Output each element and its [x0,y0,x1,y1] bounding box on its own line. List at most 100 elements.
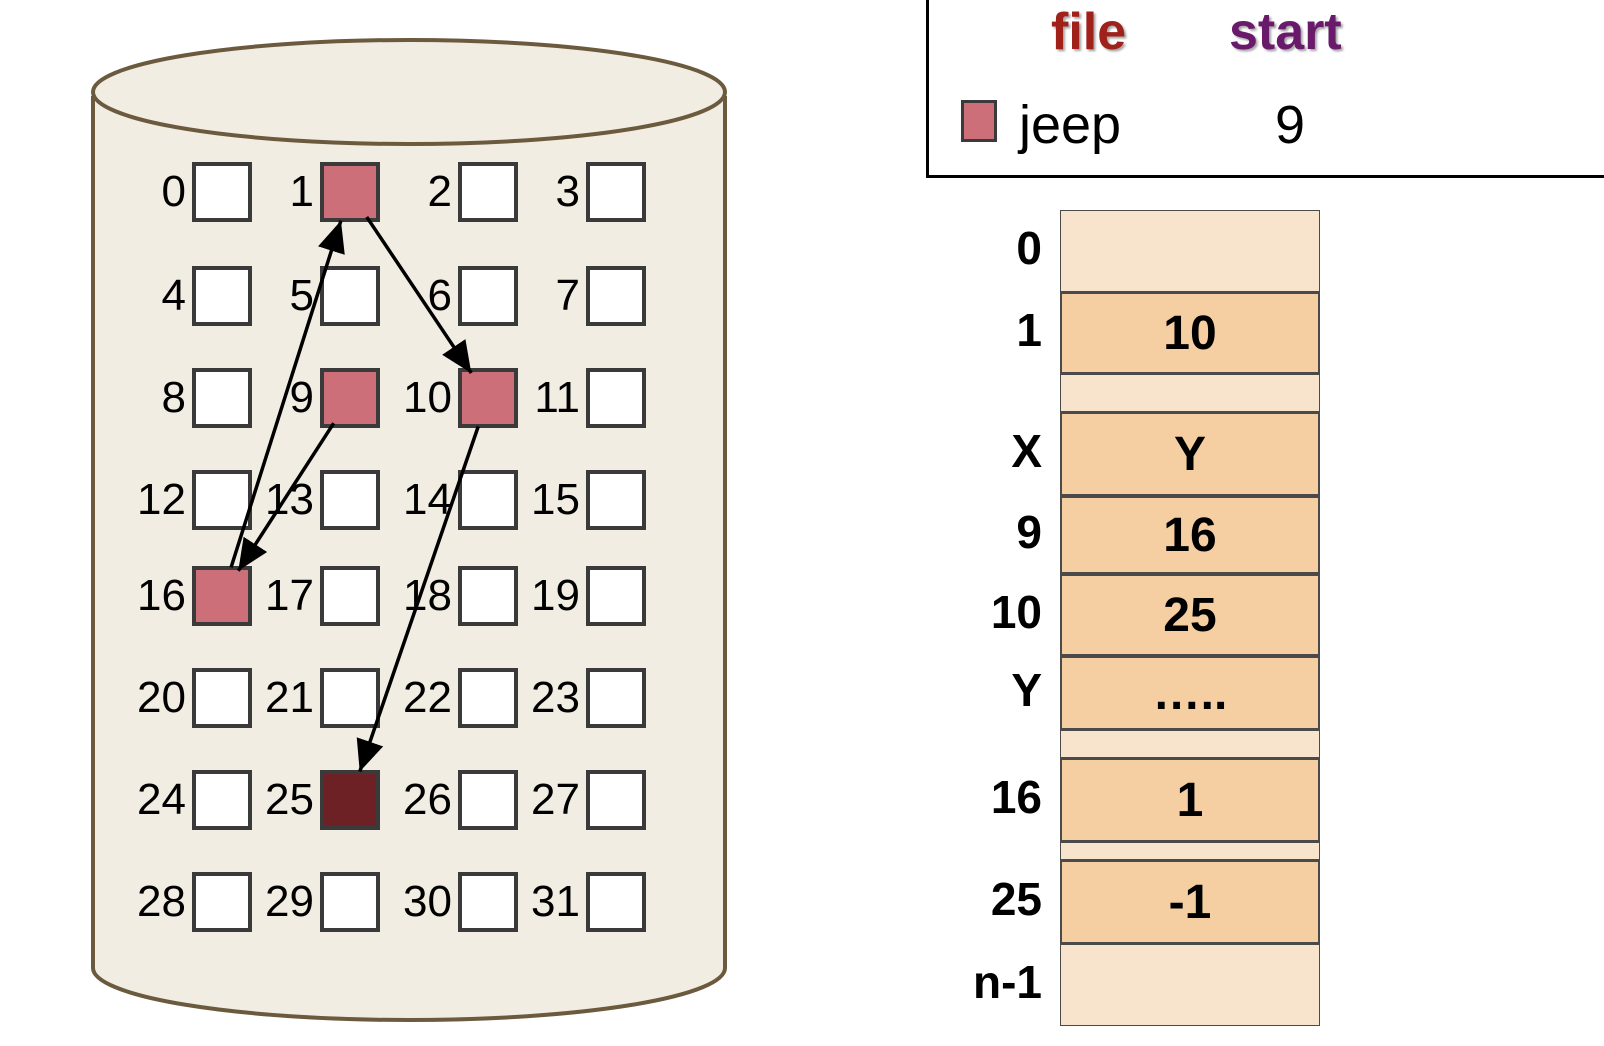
block-label: 29 [265,877,314,926]
block-label: 15 [531,475,580,524]
fat-index: 0 [1016,222,1042,274]
fat-value: 1 [1176,773,1204,827]
fat-value: -1 [1168,875,1212,929]
fat-row: 25 [1060,574,1320,656]
block-label: 28 [137,877,186,926]
disk-block-28 [192,872,252,932]
chain-arrow-16-to-1 [229,220,345,568]
fat-index: 25 [990,873,1042,925]
block-label: 3 [555,167,580,216]
fat-index: Y [1011,664,1042,716]
fat-index: 10 [990,586,1042,638]
disk-block-10 [458,368,518,428]
disk-block-14 [458,470,518,530]
fat-row: 10 [1060,292,1320,374]
fat-index: 1 [1016,304,1042,356]
block-chain-arrows [229,215,480,773]
disk-block-2 [458,162,518,222]
directory-table: file start jeep 9 [926,0,1604,178]
fat-row [1060,210,1320,292]
disk-block-1 [320,162,380,222]
fat-index: n-1 [973,956,1042,1008]
disk-block-29 [320,872,380,932]
fat-index: X [1011,425,1042,477]
disk-block-31 [586,872,646,932]
fat-row: -1 [1060,860,1320,944]
fat-row [1060,842,1320,860]
fat-value: Y [1173,427,1206,481]
block-label: 17 [265,571,314,620]
directory-entry-name: jeep [1019,95,1122,155]
chain-arrow-10-to-25 [356,425,480,773]
disk-block-15 [586,470,646,530]
block-label: 11 [534,373,580,422]
disk-block-17 [320,566,380,626]
block-label: 24 [137,775,186,824]
file-color-swatch [961,100,997,142]
fat-row: ….. [1060,656,1320,730]
disk-block-18 [458,566,518,626]
disk-block-9 [320,368,380,428]
fat-row [1060,944,1320,1026]
block-label: 0 [161,167,186,216]
block-label: 31 [531,877,580,926]
disk-block-20 [192,668,252,728]
block-label: 27 [531,775,580,824]
block-label: 4 [161,271,186,320]
chain-arrow-1-to-10 [365,215,473,375]
disk-block-26 [458,770,518,830]
disk-block-21 [320,668,380,728]
disk-block-12 [192,470,252,530]
disk-block-5 [320,266,380,326]
block-label: 5 [289,271,314,320]
disk-block-24 [192,770,252,830]
disk-block-0 [192,162,252,222]
block-label: 16 [137,571,186,620]
disk-block-4 [192,266,252,326]
fat-row: 16 [1060,496,1320,574]
block-label: 25 [265,775,314,824]
block-label: 7 [555,271,580,320]
block-label: 1 [289,167,314,216]
block-label: 14 [403,475,452,524]
block-label: 10 [403,373,452,422]
fat-row [1060,730,1320,758]
disk-block-16 [192,566,252,626]
disk-block-22 [458,668,518,728]
fat-value: ….. [1152,666,1228,720]
fat-value: 16 [1163,508,1217,562]
fat-row: 1 [1060,758,1320,842]
fat-index: 9 [1016,506,1042,558]
block-label: 20 [137,673,186,722]
block-label: 8 [161,373,186,422]
disk-block-13 [320,470,380,530]
block-label: 23 [531,673,580,722]
chain-arrow-9-to-16 [236,422,336,572]
fat-row: Y [1060,412,1320,496]
directory-header-file: file [1051,3,1127,61]
fat-row [1060,374,1320,412]
disk-block-30 [458,872,518,932]
fat-index: 16 [990,771,1042,823]
block-label: 26 [403,775,452,824]
disk-block-27 [586,770,646,830]
fat-value: 10 [1163,306,1217,360]
disk-block-6 [458,266,518,326]
disk-block-3 [586,162,646,222]
block-label: 9 [289,373,314,422]
block-label: 12 [137,475,186,524]
disk-top [91,38,727,146]
disk-block-19 [586,566,646,626]
block-label: 21 [265,673,314,722]
disk-block-25 [320,770,380,830]
disk-block-11 [586,368,646,428]
block-label: 30 [403,877,452,926]
disk-block-7 [586,266,646,326]
directory-header-start: start [1229,3,1342,61]
disk-block-23 [586,668,646,728]
directory-entry-start: 9 [1275,95,1306,155]
fat-value: 25 [1163,588,1217,642]
disk-block-8 [192,368,252,428]
block-label: 2 [427,167,452,216]
